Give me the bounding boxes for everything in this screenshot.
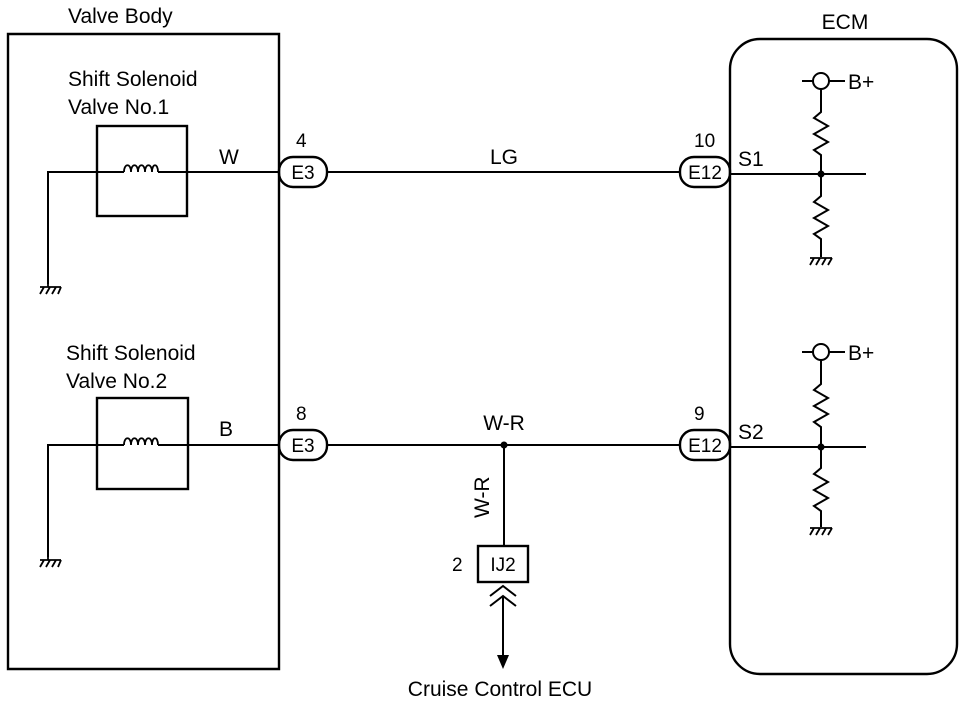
circuit-2-left-pin: 8: [296, 404, 307, 425]
solenoid-1-ground-wire: [47, 171, 97, 284]
coil-1-icon: [123, 164, 159, 173]
circuit-1-wire-color: LG: [490, 146, 518, 169]
branch-pin: 2: [452, 555, 463, 576]
ground-symbol-1-icon: [39, 284, 62, 295]
ground-symbol-2-icon: [39, 557, 62, 568]
solenoid-1-wire-color: W: [219, 146, 239, 169]
pull-down-resistor-1-icon: [811, 174, 831, 257]
connector-e12-1-label: E12: [688, 163, 722, 184]
circuit-2-right-pin: 9: [694, 404, 705, 425]
connector-e12-2-label: E12: [688, 436, 722, 457]
solenoid-2-label-line1: Shift Solenoid: [66, 342, 196, 365]
solenoid-2-label-line2: Valve No.2: [66, 370, 167, 393]
circuit-1-right-pin: 10: [694, 131, 715, 152]
coil-2-icon: [123, 437, 159, 446]
ecm-b-plus-2: B+: [848, 342, 874, 365]
solenoid-2-box: [95, 396, 190, 491]
ecm-frame: [728, 37, 959, 676]
solenoid-1-label-line2: Valve No.1: [68, 96, 169, 119]
ecm-ground-1-icon: [809, 257, 833, 266]
ecm-terminal-s1: S1: [738, 148, 764, 171]
connector-ij2-label: IJ2: [490, 555, 515, 576]
pull-up-resistor-2-icon: [811, 360, 831, 447]
ecm-ground-2-icon: [809, 527, 833, 536]
b-plus-supply-2-icon: [802, 343, 845, 361]
b-plus-supply-1-icon: [802, 72, 845, 90]
solenoid-1-label-line1: Shift Solenoid: [68, 68, 198, 91]
circuit-2-wire-color: W-R: [483, 412, 525, 435]
valve-body-title: Valve Body: [68, 5, 173, 28]
connector-e3-1-label: E3: [291, 163, 314, 184]
solenoid-2-wire-color: B: [219, 418, 233, 441]
pull-down-resistor-2-icon: [811, 447, 831, 527]
ecm-title: ECM: [822, 11, 869, 34]
ecm-terminal-s2: S2: [738, 421, 764, 444]
arrow-down-icon: [497, 655, 509, 669]
connector-e3-2-label: E3: [291, 436, 314, 457]
solenoid-2-ground-wire: [47, 444, 97, 557]
cruise-control-ecu-label: Cruise Control ECU: [408, 678, 592, 701]
valve-body-frame: [6, 32, 281, 671]
pull-up-resistor-1-icon: [811, 89, 831, 174]
circuit-1-left-pin: 4: [296, 131, 307, 152]
branch-wire-color: W-R: [471, 476, 494, 518]
connector-ij2: [476, 544, 530, 584]
ecm-b-plus-1: B+: [848, 71, 874, 94]
